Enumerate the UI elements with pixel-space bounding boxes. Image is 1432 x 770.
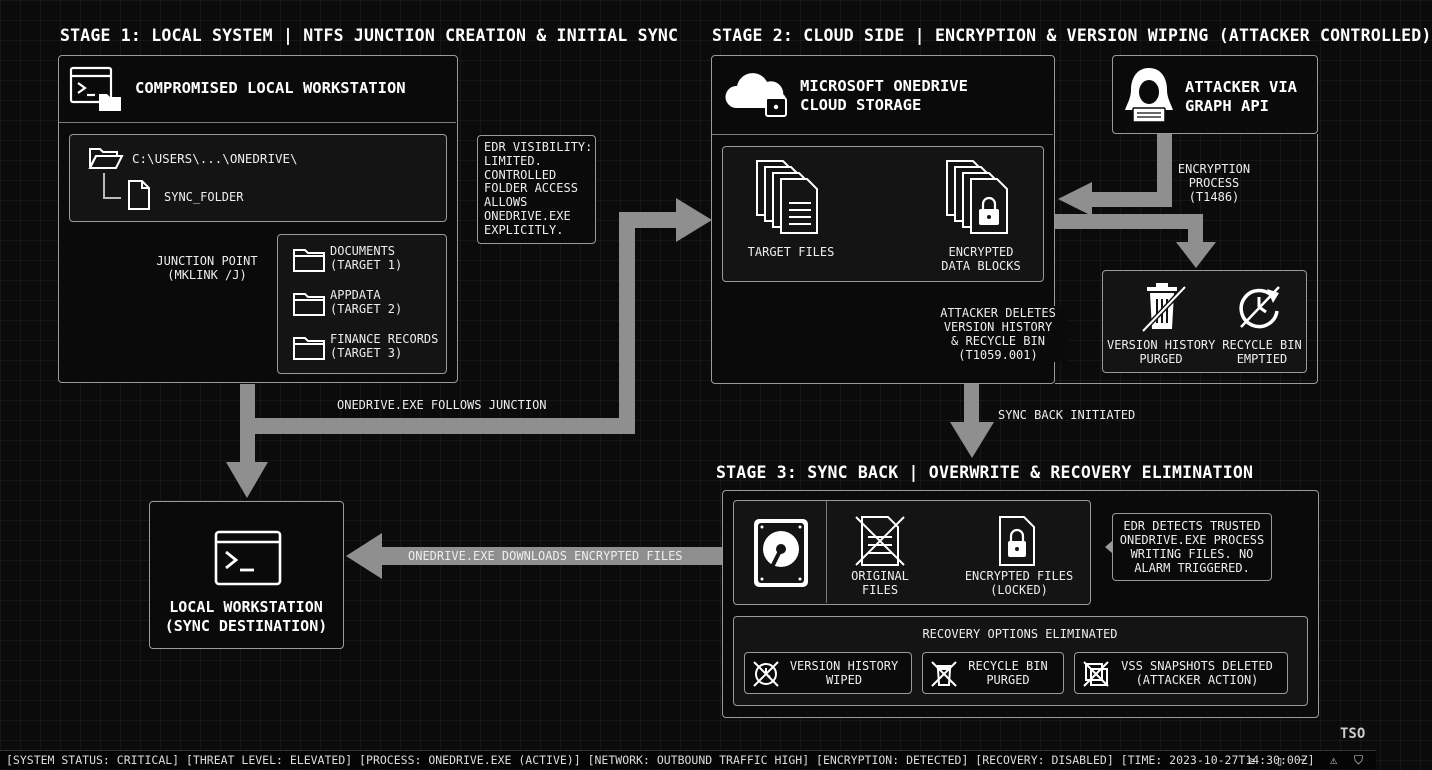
battery-icon[interactable]: ▯	[1276, 754, 1284, 768]
file-icon	[128, 180, 150, 210]
attacker-panel: ATTACKER VIA GRAPH API	[1112, 55, 1318, 134]
stage1-title: STAGE 1: LOCAL SYSTEM | NTFS JUNCTION CR…	[60, 26, 679, 45]
sync-back-label: SYNC BACK INITIATED	[998, 408, 1136, 422]
corner-tag: TSO	[1340, 726, 1366, 742]
shield-icon[interactable]: ⛉	[1354, 753, 1364, 767]
target-finance: FINANCE RECORDS (TARGET 3)	[330, 332, 439, 360]
tree-line	[103, 197, 121, 199]
target-appdata: APPDATA (TARGET 2)	[330, 288, 403, 316]
trash-crossed-icon	[1141, 283, 1187, 333]
local-destination-box: LOCAL WORKSTATION (SYNC DESTINATION)	[149, 501, 344, 649]
hard-drive-icon	[754, 519, 808, 587]
recovery-item: VSS SNAPSHOTS DELETED (ATTACKER ACTION)	[1074, 652, 1288, 694]
terminal-window-icon	[69, 66, 121, 111]
recovery-item-label: VSS SNAPSHOTS DELETED (ATTACKER ACTION)	[1121, 659, 1273, 687]
edr-visibility-text: EDR VISIBILITY: LIMITED. CONTROLLED FOLD…	[484, 140, 593, 237]
status-text: [SYSTEM STATUS: CRITICAL] [THREAT LEVEL:…	[6, 753, 1315, 767]
recovery-title: RECOVERY OPTIONS ELIMINATED	[922, 627, 1118, 641]
target-documents: DOCUMENTS (TARGET 1)	[330, 244, 403, 272]
network-icon[interactable]: ⋯	[1300, 755, 1307, 766]
tree-line	[103, 173, 105, 197]
junction-point-label: JUNCTION POINT (MKLINK /J)	[156, 254, 258, 282]
folder-icon	[293, 293, 325, 316]
original-files-label: ORIGINAL FILES	[851, 569, 909, 597]
overwrite-box: ORIGINAL FILES ENCRYPTED FILES (LOCKED)	[733, 500, 1091, 605]
follows-junction-label: ONEDRIVE.EXE FOLLOWS JUNCTION	[337, 398, 547, 412]
encrypted-blocks-label: ENCRYPTED DATA BLOCKS	[941, 245, 1021, 273]
attacker-deletes-label: ATTACKER DELETES VERSION HISTORY & RECYC…	[928, 306, 1068, 362]
wifi-icon[interactable]: ≋	[1248, 754, 1256, 768]
edr-detects-note: EDR DETECTS TRUSTED ONEDRIVE.EXE PROCESS…	[1112, 513, 1272, 581]
stage2-title: STAGE 2: CLOUD SIDE | ENCRYPTION & VERSI…	[712, 26, 1432, 45]
encrypted-locked-label: ENCRYPTED FILES (LOCKED)	[964, 569, 1074, 597]
onedrive-path-box: C:\USERS\...\ONEDRIVE\ SYNC_FOLDER	[69, 134, 447, 222]
locked-file-icon	[999, 516, 1035, 566]
stage2-frame	[1055, 134, 1318, 384]
stage3-panel: ORIGINAL FILES ENCRYPTED FILES (LOCKED) …	[722, 490, 1319, 718]
onedrive-cloud-panel: MICROSOFT ONEDRIVE CLOUD STORAGE TARGET …	[711, 55, 1068, 384]
edr-detects-text: EDR DETECTS TRUSTED ONEDRIVE.EXE PROCESS…	[1119, 519, 1265, 575]
compromised-workstation-panel: COMPROMISED LOCAL WORKSTATION C:\USERS\.…	[58, 55, 458, 383]
edr-visibility-note: EDR VISIBILITY: LIMITED. CONTROLLED FOLD…	[477, 135, 596, 244]
stacked-files-icon	[756, 160, 818, 234]
attacker-title: ATTACKER VIA GRAPH API	[1185, 78, 1297, 115]
box-divider	[826, 501, 827, 603]
encryption-box: TARGET FILES ENCRYPTED DATA BLOCKS	[722, 146, 1044, 282]
cloud-lock-icon	[725, 73, 787, 117]
snapshot-crossed-icon	[1083, 661, 1109, 687]
folder-icon	[293, 337, 325, 360]
callout-pointer	[1105, 541, 1112, 553]
recovery-options-box: RECOVERY OPTIONS ELIMINATED VERSION HIST…	[733, 616, 1308, 706]
panel-divider	[712, 134, 1053, 135]
recovery-item-label: RECYCLE BIN PURGED	[968, 659, 1048, 687]
history-crossed-icon	[753, 661, 779, 687]
onedrive-path: C:\USERS\...\ONEDRIVE\	[132, 151, 298, 166]
local-destination-title: LOCAL WORKSTATION (SYNC DESTINATION)	[164, 598, 328, 635]
encryption-process-label: ENCRYPTION PROCESS (T1486)	[1177, 162, 1251, 204]
warning-icon[interactable]: ⚠	[1330, 753, 1338, 767]
crossed-file-icon	[855, 516, 905, 566]
terminal-icon	[214, 530, 282, 586]
encrypted-files-icon	[946, 160, 1008, 234]
recovery-item-label: VERSION HISTORY WIPED	[789, 659, 899, 687]
purge-box: VERSION HISTORY PURGED RECYCLE BIN EMPTI…	[1102, 270, 1307, 373]
workstation-title: COMPROMISED LOCAL WORKSTATION	[135, 79, 406, 97]
stage3-title: STAGE 3: SYNC BACK | OVERWRITE & RECOVER…	[716, 463, 1254, 482]
panel-divider	[59, 122, 456, 123]
trash-crossed-icon	[931, 661, 957, 687]
target-files-label: TARGET FILES	[747, 245, 835, 259]
targets-box: DOCUMENTS (TARGET 1) APPDATA (TARGET 2) …	[277, 234, 447, 374]
downloads-label: ONEDRIVE.EXE DOWNLOADS ENCRYPTED FILES	[408, 549, 683, 563]
open-folder-icon	[88, 148, 124, 169]
status-bar: [SYSTEM STATUS: CRITICAL] [THREAT LEVEL:…	[0, 750, 1376, 769]
version-history-purged: VERSION HISTORY PURGED	[1107, 338, 1216, 366]
onedrive-cloud-title: MICROSOFT ONEDRIVE CLOUD STORAGE	[800, 77, 968, 114]
sync-folder-label: SYNC_FOLDER	[164, 190, 244, 204]
recovery-item: VERSION HISTORY WIPED	[744, 652, 912, 694]
recovery-item: RECYCLE BIN PURGED	[922, 652, 1064, 694]
recycle-crossed-icon	[1239, 286, 1280, 329]
hooded-hacker-icon	[1125, 68, 1173, 123]
recycle-bin-emptied: RECYCLE BIN EMPTIED	[1222, 338, 1302, 366]
folder-icon	[293, 249, 325, 272]
